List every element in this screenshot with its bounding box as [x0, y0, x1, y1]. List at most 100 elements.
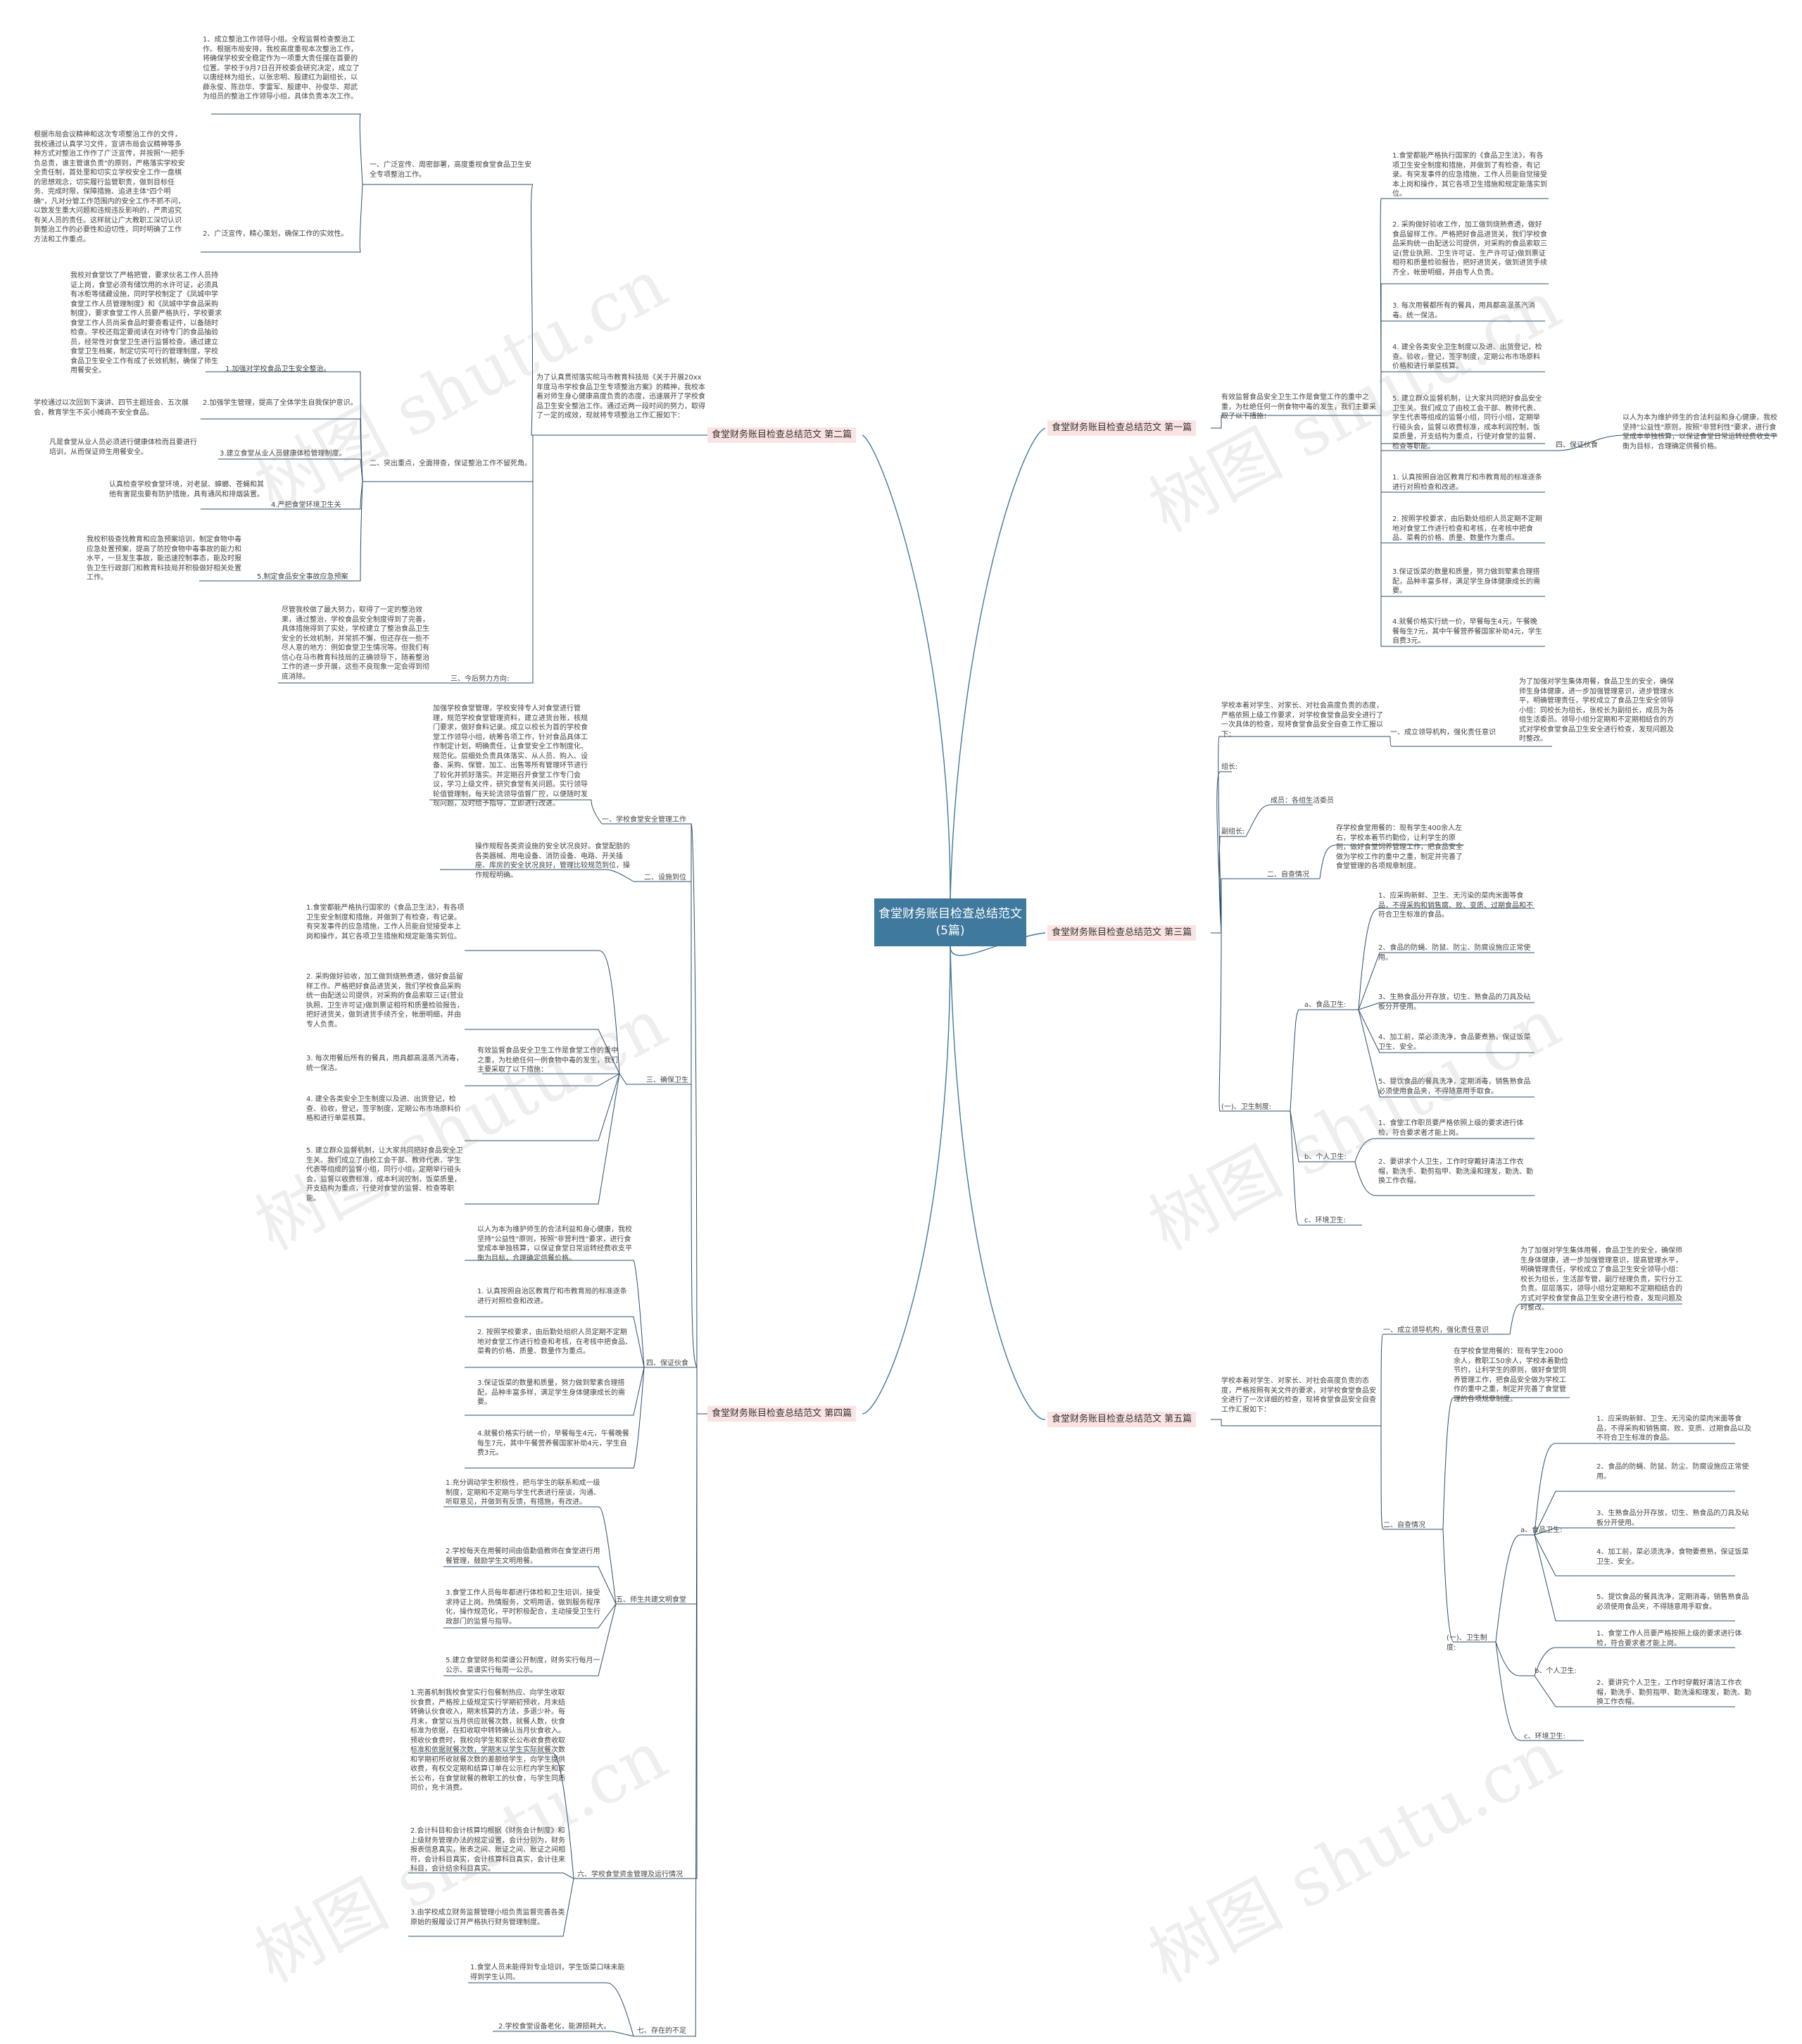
s5-intro: 学校本着对学生、对家长、对社会高度负责的态度，严格按照有关文件的要求，对学校食堂…	[1221, 1377, 1376, 1414]
s1-tail-4: 4.就餐价格实行统一价，早餐每生4元，午餐晚餐每生7元，其中午餐营养餐国家补助4…	[1392, 618, 1542, 645]
s3-personal-2: 2、要讲求个人卫生，工作时穿戴好清洁工作衣帽，勤洗手、勤剪指甲、勤洗澡和理发，勤…	[1378, 1158, 1533, 1185]
s2-b2-text-2: 学校通过以次回到下演讲、四节主题班会、五次展会，教育学生不买小摊商不安全食品。	[34, 399, 189, 417]
s1-tail-2: 2. 按照学校要求，由后勤处组织人员定期不定期地对食堂工作进行检查和考核，在考核…	[1392, 515, 1542, 542]
s3-leader: 组长:	[1221, 763, 1238, 771]
s3-food-3: 3、生熟食品分开存放，切生、熟食品的刀具及砧板分开使用。	[1378, 993, 1531, 1011]
s2-branch-3: 三、今后努力方向:	[450, 675, 510, 683]
s4-b4-item-4: 4.就餐价格实行统一价，早餐每生4元，午餐晚餐每生7元，其中午餐营养餐国家补助4…	[477, 1430, 629, 1457]
s3-food-5: 5、提饮食品的餐具洗净，定期消毒，销售熟食品必须使用食品夹，不得随意用手取食。	[1378, 1078, 1531, 1096]
s4-b3-item-3: 3. 每次用餐后所有的餐具，用具都高温蒸汽消毒，统一保洁。	[306, 1055, 463, 1072]
s1-item-2: 2. 采购做好验收工作，加工做到烧熟煮透，做好食品留样工作。严格把好食品进货关，…	[1392, 221, 1547, 277]
s1-intro: 有效监督食品安全卫生工作是食堂工作的重中之重，为杜绝任何一例食物中毒的发生，我们…	[1221, 394, 1376, 420]
s3-personal-hygiene: b、个人卫生:	[1304, 1153, 1347, 1161]
s5-personal-hygiene: b、个人卫生:	[1535, 1667, 1577, 1675]
s1-item-1: 1.食堂都能严格执行国家的《食品卫生法》，有各项卫生安全制度和措施，并做到了有检…	[1392, 152, 1547, 198]
s3-members: 成员：各组生活委员	[1271, 797, 1334, 805]
s2-branch-2: 二、突出重点，全面排查，保证整治工作不留死角。	[370, 460, 531, 468]
section-4-label[interactable]: 食堂财务账目检查总结范文 第四篇	[707, 1406, 857, 1422]
s1-item-4: 4. 建全各类安全卫生制度以及进、出货登记，检查、验收，登记，签字制度，定期公布…	[1392, 344, 1542, 370]
s5-food-5: 5、提饮食品的餐具洗净，定期消毒，销售熟食品必须使用食品夹，不得随意用手取食。	[1596, 1593, 1749, 1611]
s1-branch-4-text: 以人为本为维护师生的合法利益和身心健康，我校坚持"公益性"原则，按照"非营利性"…	[1623, 414, 1777, 451]
section-5-label[interactable]: 食堂财务账目检查总结范文 第五篇	[1047, 1412, 1197, 1427]
s4-b6-item-3: 3.由学校成立财务监督管理小组负责监督完善各类原始的报履设订并严格执行财务管理制…	[410, 1909, 565, 1926]
s3-food-4: 4、加工前，菜必须洗净，食品要煮熟，保证饭菜卫生、安全。	[1378, 1034, 1531, 1051]
s4-b6-item-1: 1.完善机制我校食堂实行包餐制热应、向学生收取伙食费，严格按上级规定实行学期初预…	[410, 1689, 565, 1792]
s2-b1-sub-2: 2、广泛宣传，精心策划，确保工作的实效性。	[203, 230, 348, 238]
s4-b7-item-1: 1.食堂人员未能得到专业培训，学生饭菜口味未能得到学生认同。	[470, 1964, 625, 1981]
s3-food-2: 2、食品的防蝇、防鼠、防尘、防腐设施应正常使用。	[1378, 944, 1531, 962]
trunk-lines	[862, 427, 1046, 1420]
s3-personal-1: 1、食堂工作职员要严格依照上级的要求进行体检，符合要求者才能上岗。	[1378, 1120, 1524, 1137]
s3-b1-text: 为了加强对学生集体用餐，食品卫生的安全，确保师生身体健康，进一步加强管理意识，进…	[1519, 678, 1674, 743]
s5-food-1: 1、应采购新鲜、卫生、无污染的菜肉米面等食品，不得采购和销售腐、败、变质、过期食…	[1596, 1415, 1751, 1442]
s2-b2-text-4: 认真检查学校食堂环境，对老鼠、蟑螂、苍蝇和其他有害昆虫要有防护措施，具有通风和排…	[109, 481, 264, 499]
s4-b2-text: 操作规程各类资设施的安全状况良好。食堂配肪的各类器械、用电设备、消防设备、电路、…	[475, 843, 630, 879]
s4-b4-text: 以人为本为维护师生的合法利益和身心健康，我校坚持"公益性"原则，按照"非营利性"…	[477, 1226, 632, 1262]
s3-branch-3: (一)、卫生制度:	[1221, 1103, 1272, 1111]
s3-food-1: 1、应采购新鲜、卫生、无污染的菜肉米面等食品，不得采购和销售腐、败、变质、过期食…	[1378, 892, 1533, 919]
s2-b2-2: 2.加强学生管理，提高了全体学生自我保护意识。	[203, 399, 358, 407]
s5-food-2: 2、食品的防蝇、防鼠、防尘、防腐设施应正常使用。	[1596, 1463, 1749, 1481]
s3-food-hygiene: a、食品卫生:	[1304, 1001, 1347, 1009]
s4-b3-item-4: 4. 建全各类安全卫生制度以及进、出货登记，检查、验收，登记，签字制度，定期公布…	[306, 1096, 461, 1122]
s5-b1-text: 为了加强对学生集体用餐，食品卫生的安全，确保师生身体健康，进一步加强管理意识，提…	[1520, 1247, 1682, 1312]
s1-tail-1: 1. 认真按照自治区教育厅和市教育局的标准逐条进行对照检查和改进。	[1392, 474, 1542, 491]
root-node[interactable]: 食堂财务账目检查总结范文(5篇)	[874, 898, 1026, 946]
s4-b5-item-2: 2.学校每天在用餐时间由值勤值教师在食堂进行用餐管理，鼓励学生文明用餐。	[446, 1548, 600, 1565]
s4-b5-item-1: 1.充分调动学生积极性，把与学生的联系和成一级制度，定期和不定期与学生代表进行座…	[446, 1479, 600, 1506]
branch-lines	[199, 113, 1777, 2037]
section-2-label[interactable]: 食堂财务账目检查总结范文 第二篇	[707, 427, 857, 443]
s5-food-hygiene: a、食品卫生:	[1520, 1526, 1563, 1534]
s2-b2-3: 3.建立食堂从业人员健康体检管理制度。	[220, 450, 346, 458]
s4-b1-text: 加强学校食堂管理，学校安排专人对食堂进行管理，规范学校食堂管理资料，建立进货台账…	[433, 705, 588, 808]
section-1-label[interactable]: 食堂财务账目检查总结范文 第一篇	[1047, 420, 1197, 436]
s4-branch-3: 三、确保卫生	[646, 1077, 688, 1084]
s4-b5-item-3: 3.食堂工作人员每年都进行体检和卫生培训，接受求持证上岗。热情服务，文明用语，做…	[446, 1589, 600, 1626]
s3-intro: 学校本着对学生、对家长、对社会高度负责的态度，严格依照上级工作要求，对学校食堂食…	[1221, 702, 1383, 739]
s4-branch-7: 七、存在的不足	[637, 2027, 686, 2035]
s1-branch-4: 四、保证伙食	[1556, 441, 1598, 449]
s5-env-hygiene: c、环境卫生:	[1524, 1733, 1565, 1741]
s3-branch-1: 一、成立领导机构，强化责任意识	[1390, 729, 1496, 736]
s4-b6-item-2: 2.会计科目和会计核算均根据《财务会计制度》和上级财务管理办法的规定设置，会计分…	[410, 1827, 565, 1873]
s4-b3-item-2: 2. 采购做好验收，加工做到烧熟煮透，做好食品留样工作。严格把好食品进货关，我们…	[306, 973, 464, 1029]
s3-branch-2: 二、自查情况	[1267, 871, 1309, 879]
s4-b4-item-1: 1. 认真按照自治区教育厅和市教育局的标准逐条进行对照检查和改进。	[477, 1288, 627, 1305]
s5-food-4: 4、加工前，菜必须洗净，食物要煮熟，保证饭菜卫生、安全。	[1596, 1548, 1749, 1566]
s5-b2-text: 在学校食堂用餐的：现有学生2000余人，教职工50余人，学校本着勤俭节约，让利学…	[1454, 1348, 1568, 1403]
s5-branch-2: 二、自查情况	[1383, 1522, 1425, 1529]
s4-b7-item-2: 2.学校食堂设备老化，能源损耗大。	[498, 2023, 611, 2031]
s4-b5-item-4: 5.建立食堂财务和菜谱公开制度，财务实行每月一公示、菜谱实行每周一公示。	[446, 1657, 600, 1674]
s4-b3-item-5: 5. 建立群众监督机制，让大家共同把好食品安全卫生关。我们成立了由校工会干部、教…	[306, 1147, 463, 1203]
s5-branch-1: 一、成立领导机构，强化责任意识	[1383, 1327, 1489, 1334]
s2-b2-text-3: 凡是食堂从业人员必须进行健康体检而且要进行培训，从而保证师生用餐安全。	[49, 439, 197, 456]
s2-b2-4: 4.严把食堂环境卫生关	[271, 501, 341, 509]
s2-b2-text-5: 我校积极查找教育和应急预案培训，制定食物中毒应急处置预案，提高了防控食物中毒事故…	[87, 536, 241, 582]
s4-b3-item-1: 1.食堂都能严格执行国家的《食品卫生法》，有各项卫生安全制度和措施，并做到了有检…	[306, 904, 465, 941]
s2-b3-text: 尽管我校做了最大努力，取得了一定的整治效果，通过整治，学校食品安全制度得到了完善…	[282, 606, 429, 681]
s2-b2-text-1: 我校对食堂饮了严格把管，要求伙名工作人员持证上岗，食堂必须有储饮用的水许可证，必…	[70, 272, 222, 375]
s4-b4-item-2: 2. 按照学校要求，由后勤处组织人员定期不定期地对食堂工作进行检查和考核，在考核…	[477, 1329, 632, 1355]
s5-personal-1: 1、食堂工作人员要严格按照上级的要求进行体检，符合要求者才能上岗。	[1596, 1630, 1742, 1648]
s3-b2-text: 存学校食堂用餐的：现有学生400余人左右，学校本着节约勤俭，让利学生的原则，做好…	[1336, 825, 1463, 870]
s4-branch-5: 五、师生共建文明食堂	[616, 1596, 686, 1604]
s5-food-3: 3、生熟食品分开存放，切生、熟食品的刀具及砧板分开使用。	[1596, 1510, 1749, 1527]
section-3-label[interactable]: 食堂财务账目检查总结范文 第三篇	[1047, 925, 1197, 941]
s2-branch-1: 一、广泛宣传、周密部署，高度重视食堂食品卫生安全专项整治工作。	[370, 161, 531, 179]
s2-b2-1: 1.加强对学校食品卫生安全整治。	[225, 365, 331, 373]
s1-tail-3: 3.保证饭菜的数量和质量，努力做到荤素合理搭配，品种丰富多样，满足学生身体健康成…	[1392, 568, 1540, 595]
s4-branch-6: 六、学校食堂资金管理及运行情况	[577, 1871, 683, 1879]
s2-b1-text-2: 根据市局会议精神和这次专项整治工作的文件，我校通过认真学习文件，宣讲市局会议精神…	[34, 131, 185, 244]
s4-branch-2: 二、设施到位	[644, 874, 686, 882]
s2-b2-5: 5.制定食品安全事故应急预案	[257, 573, 348, 581]
s3-env-hygiene: c、环境卫生:	[1304, 1217, 1346, 1224]
s2-b1-text-1: 1、成立整治工作领导小组。全程监督检查整治工作。根据市局安排，我校高度重视本次整…	[203, 36, 360, 101]
s4-b4-item-3: 3.保证饭菜的数量和质量，努力做到荤素合理搭配，品种丰富多样，满足学生身体健康成…	[477, 1379, 625, 1406]
s2-intro: 为了认真贯彻落实皖马市教育科技局《关于开展20xx年度马市学校食品卫生专项整治方…	[536, 374, 705, 420]
s3-deputy: 副组长:	[1221, 828, 1245, 836]
s5-branch-3: (一)、卫生制度:	[1447, 1634, 1487, 1652]
s1-item-5: 5. 建立群众监督机制，让大家共同把好食品安全卫生关。我们成立了由校工会干部、教…	[1392, 395, 1542, 451]
s4-b3-text: 有效监督食品安全卫生工作是食堂工作的重中之重，为杜绝任何一例食物中毒的发生，我们…	[477, 1047, 618, 1074]
s1-item-3: 3. 每次用餐都所有的餐具，用具都高温蒸汽消毒。统一保洁。	[1392, 302, 1535, 320]
